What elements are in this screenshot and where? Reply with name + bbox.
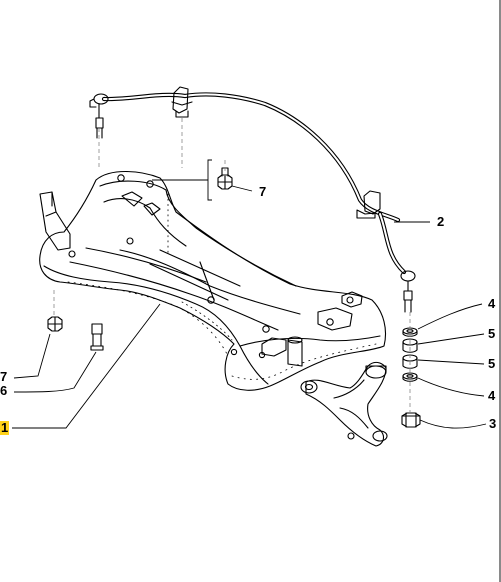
leader-lines: [12, 159, 487, 429]
stabilizer-bar: [101, 92, 407, 275]
right-edge-divider: [499, 0, 501, 582]
bushing-5-top: [402, 338, 418, 353]
control-arm: [300, 361, 388, 447]
subframe-rivets: [67, 193, 377, 380]
bar-bushing-right: [356, 190, 381, 219]
callout-7-upper: 7: [259, 184, 267, 199]
callout-3: 3: [489, 416, 497, 431]
drop-link-left: [89, 93, 109, 139]
bolt-7-upper: [217, 167, 233, 190]
callout-7-left: 7: [0, 369, 8, 384]
callout-4-bottom: 4: [488, 388, 496, 403]
callout-5-top: 5: [488, 326, 496, 341]
bolt-6: [90, 323, 104, 351]
drop-link-right: [400, 270, 416, 313]
alignment-lines: [53, 118, 411, 416]
callout-6: 6: [0, 383, 8, 398]
callout-5-bottom: 5: [488, 356, 496, 371]
callout-4-top: 4: [488, 296, 496, 311]
subframe: [39, 171, 387, 391]
callout-1-highlighted[interactable]: 1: [0, 420, 10, 435]
bolt-7-left: [47, 316, 63, 332]
nut-3: [401, 412, 421, 428]
callout-2: 2: [437, 214, 445, 229]
bar-bushing-left: [171, 86, 193, 118]
